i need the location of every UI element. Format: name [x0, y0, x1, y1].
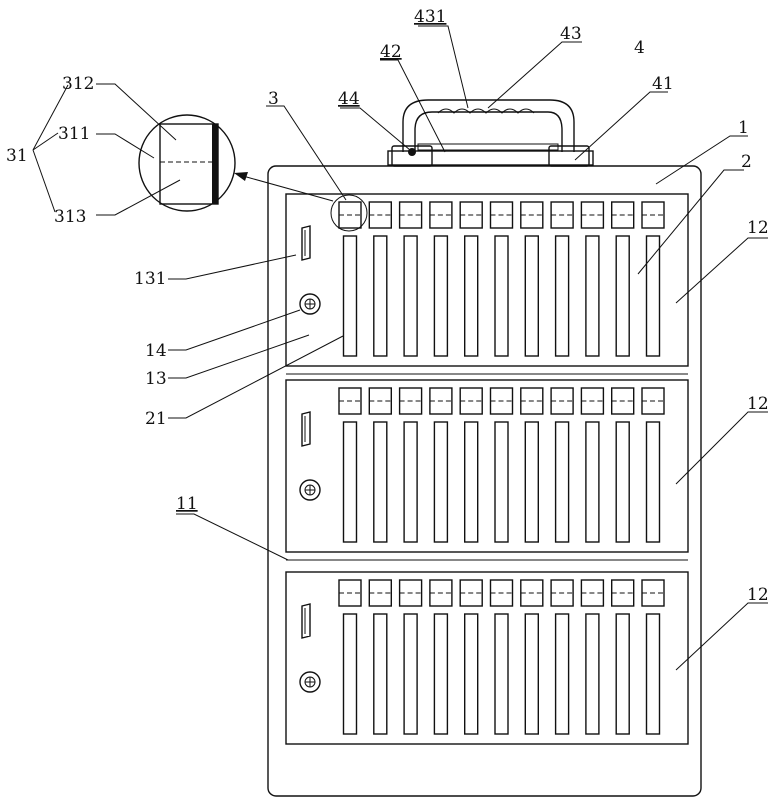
storage-slot	[374, 236, 387, 356]
drawer-group	[286, 194, 688, 744]
label-12-bottom: 12	[747, 585, 769, 605]
detail-arrow-line	[243, 176, 333, 201]
handle-assembly	[388, 100, 593, 166]
storage-slot	[465, 614, 478, 734]
storage-slot	[525, 236, 538, 356]
leader-14	[168, 310, 300, 350]
leader-313	[96, 180, 180, 215]
detail-slot-cap	[160, 124, 218, 204]
label-3: 3	[268, 89, 279, 109]
storage-slot	[404, 236, 417, 356]
detail-slot-edge	[212, 124, 218, 204]
leader-44	[340, 108, 410, 150]
storage-slot	[404, 614, 417, 734]
label-4: 4	[634, 38, 645, 58]
leader-12a	[676, 238, 768, 303]
label-12-top: 12	[747, 218, 769, 238]
label-12-middle: 12	[747, 394, 769, 414]
storage-slot	[586, 236, 599, 356]
storage-slot	[434, 614, 447, 734]
storage-slot	[525, 614, 538, 734]
leader-311	[96, 134, 154, 158]
drawer-pull	[302, 412, 310, 446]
storage-slot	[616, 422, 629, 542]
storage-slot	[556, 614, 569, 734]
storage-slot	[586, 422, 599, 542]
label-131: 131	[134, 269, 166, 289]
detail-arrow-head	[234, 172, 248, 181]
leader-lines	[33, 26, 768, 670]
label-313: 313	[54, 207, 86, 227]
leader-1	[656, 136, 748, 184]
drawer-front	[286, 194, 688, 366]
label-13: 13	[145, 369, 167, 389]
label-312: 312	[62, 74, 94, 94]
handle-grip-inner	[415, 112, 562, 152]
storage-slot	[556, 422, 569, 542]
storage-slot	[525, 422, 538, 542]
label-431: 431	[414, 7, 446, 27]
storage-slot	[344, 614, 357, 734]
storage-slot	[465, 236, 478, 356]
detail-magnifier	[139, 115, 367, 231]
storage-slot	[556, 236, 569, 356]
leader-11	[176, 514, 288, 560]
storage-slot	[647, 614, 660, 734]
storage-slot	[647, 236, 660, 356]
storage-slot	[434, 236, 447, 356]
leader-31-lower	[33, 150, 55, 212]
leader-131	[168, 255, 296, 279]
drawer-pull	[302, 226, 310, 260]
handle-mount-right	[549, 146, 589, 166]
label-11: 11	[176, 494, 198, 514]
storage-slot	[374, 422, 387, 542]
drawer-pull	[302, 604, 310, 638]
label-41: 41	[652, 74, 674, 94]
storage-slot	[404, 422, 417, 542]
storage-slot	[374, 614, 387, 734]
leader-31-mid	[33, 133, 58, 150]
storage-slot	[495, 236, 508, 356]
label-44: 44	[338, 89, 360, 109]
label-311: 311	[58, 124, 90, 144]
leader-431	[418, 26, 468, 108]
leader-312	[96, 84, 176, 140]
label-2: 2	[741, 152, 752, 172]
drawer-front	[286, 380, 688, 552]
leader-13	[168, 335, 309, 378]
leader-43	[488, 42, 582, 108]
cabinet-body	[268, 166, 701, 796]
storage-slot	[434, 422, 447, 542]
drawer-front	[286, 572, 688, 744]
label-1: 1	[738, 118, 749, 138]
storage-slot	[465, 422, 478, 542]
label-31: 31	[6, 146, 28, 166]
handle-base-plate	[388, 151, 593, 165]
leader-2	[638, 170, 744, 274]
leader-21	[168, 336, 343, 418]
storage-slot	[586, 614, 599, 734]
handle-rod	[418, 144, 558, 150]
leader-12b	[676, 412, 768, 484]
label-14: 14	[145, 341, 167, 361]
leader-12c	[676, 603, 768, 670]
storage-slot	[616, 614, 629, 734]
storage-slot	[344, 422, 357, 542]
label-43: 43	[560, 24, 582, 44]
storage-slot	[344, 236, 357, 356]
leader-42	[380, 60, 445, 152]
label-21: 21	[145, 409, 167, 429]
detail-circle	[139, 115, 235, 211]
storage-slot	[495, 614, 508, 734]
label-42: 42	[380, 42, 402, 62]
storage-slot	[495, 422, 508, 542]
storage-slot	[616, 236, 629, 356]
storage-slot	[647, 422, 660, 542]
